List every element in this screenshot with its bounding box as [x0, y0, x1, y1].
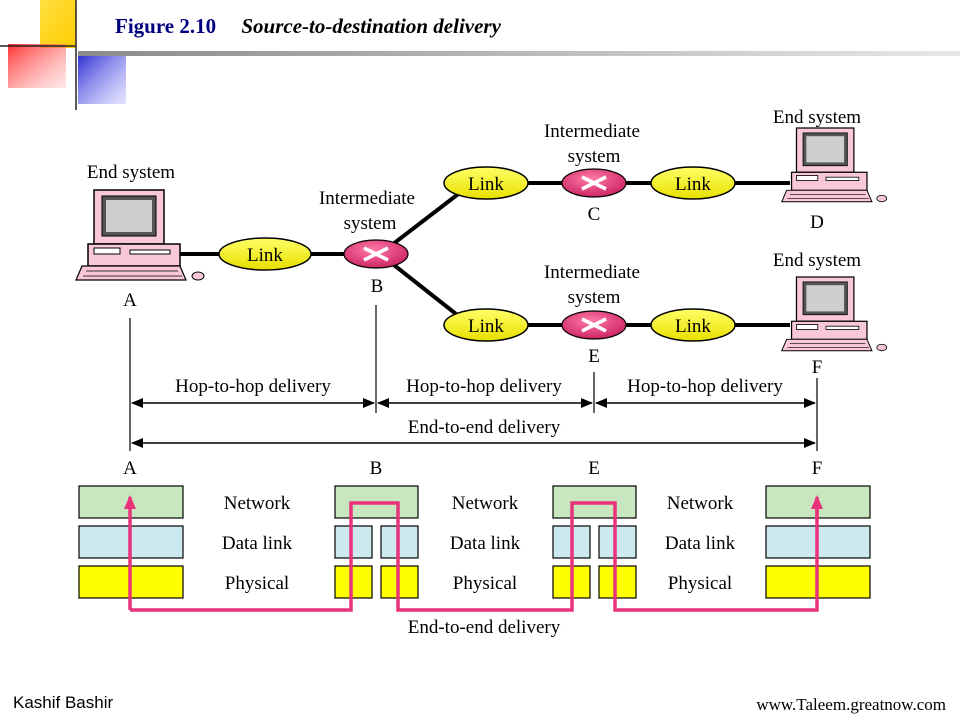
- link-label: Link: [247, 245, 283, 266]
- corner-decoration: [0, 0, 126, 110]
- source-url: www.Taleem.greatnow.com: [756, 695, 946, 714]
- figure-number: Figure 2.10: [115, 14, 217, 38]
- node-d-role: End system: [773, 107, 861, 128]
- layer-label-datalink: Data link: [450, 533, 521, 554]
- delivery-guides: [129, 305, 818, 451]
- link-label: Link: [468, 316, 504, 337]
- end-to-end-label: End-to-end delivery: [408, 417, 561, 438]
- hop-label-2: Hop-to-hop delivery: [406, 376, 562, 397]
- end-to-end-path: [130, 500, 819, 612]
- stack-col-f: F: [812, 458, 823, 479]
- layer-label-network: Network: [452, 493, 519, 514]
- stack-col-b: B: [370, 458, 383, 479]
- link-label: Link: [468, 174, 504, 195]
- node-b-role-line1: Intermediate: [319, 188, 415, 209]
- link-pill: Link: [650, 166, 736, 200]
- stack-col-e: E: [588, 458, 600, 479]
- title-rule: [78, 51, 960, 56]
- link-pill: Link: [443, 308, 529, 342]
- author-credit: Kashif Bashir: [13, 693, 114, 712]
- layer-label-datalink: Data link: [222, 533, 293, 554]
- router-icon: [561, 310, 627, 340]
- node-e-role-line1: Intermediate: [544, 262, 640, 283]
- node-b-role-line2: system: [344, 213, 397, 234]
- stack-col-a: A: [123, 458, 137, 479]
- computer-icon: [780, 276, 888, 352]
- layer-label-network: Network: [667, 493, 734, 514]
- computer-icon: [75, 189, 205, 281]
- layer-label-network: Network: [224, 493, 291, 514]
- hop-arrows: [131, 398, 816, 448]
- link-pill: Link: [218, 237, 312, 271]
- node-a-role: End system: [87, 162, 175, 183]
- node-a-letter: A: [123, 290, 137, 311]
- layer-label-physical: Physical: [668, 573, 732, 594]
- router-icon: [561, 168, 627, 198]
- figure-title: Figure 2.10 Source-to-destination delive…: [115, 14, 501, 39]
- figure-caption: Source-to-destination delivery: [241, 14, 501, 38]
- computer-icon: [780, 127, 888, 203]
- layer-label-physical: Physical: [225, 573, 289, 594]
- node-b-letter: B: [371, 276, 384, 297]
- end-to-end-bottom-label: End-to-end delivery: [408, 617, 561, 638]
- node-f-letter: F: [812, 357, 823, 378]
- node-d-letter: D: [810, 212, 824, 233]
- link-label: Link: [675, 316, 711, 337]
- hop-label-3: Hop-to-hop delivery: [627, 376, 783, 397]
- node-c-letter: C: [588, 204, 601, 225]
- router-icon: [343, 239, 409, 269]
- link-pill: Link: [650, 308, 736, 342]
- node-f-role: End system: [773, 250, 861, 271]
- node-e-role-line2: system: [568, 287, 621, 308]
- hop-label-1: Hop-to-hop delivery: [175, 376, 331, 397]
- node-e-letter: E: [588, 346, 600, 367]
- node-c-role-line1: Intermediate: [544, 121, 640, 142]
- layer-label-datalink: Data link: [665, 533, 736, 554]
- layer-label-physical: Physical: [453, 573, 517, 594]
- node-c-role-line2: system: [568, 146, 621, 167]
- link-label: Link: [675, 174, 711, 195]
- link-pill: Link: [443, 166, 529, 200]
